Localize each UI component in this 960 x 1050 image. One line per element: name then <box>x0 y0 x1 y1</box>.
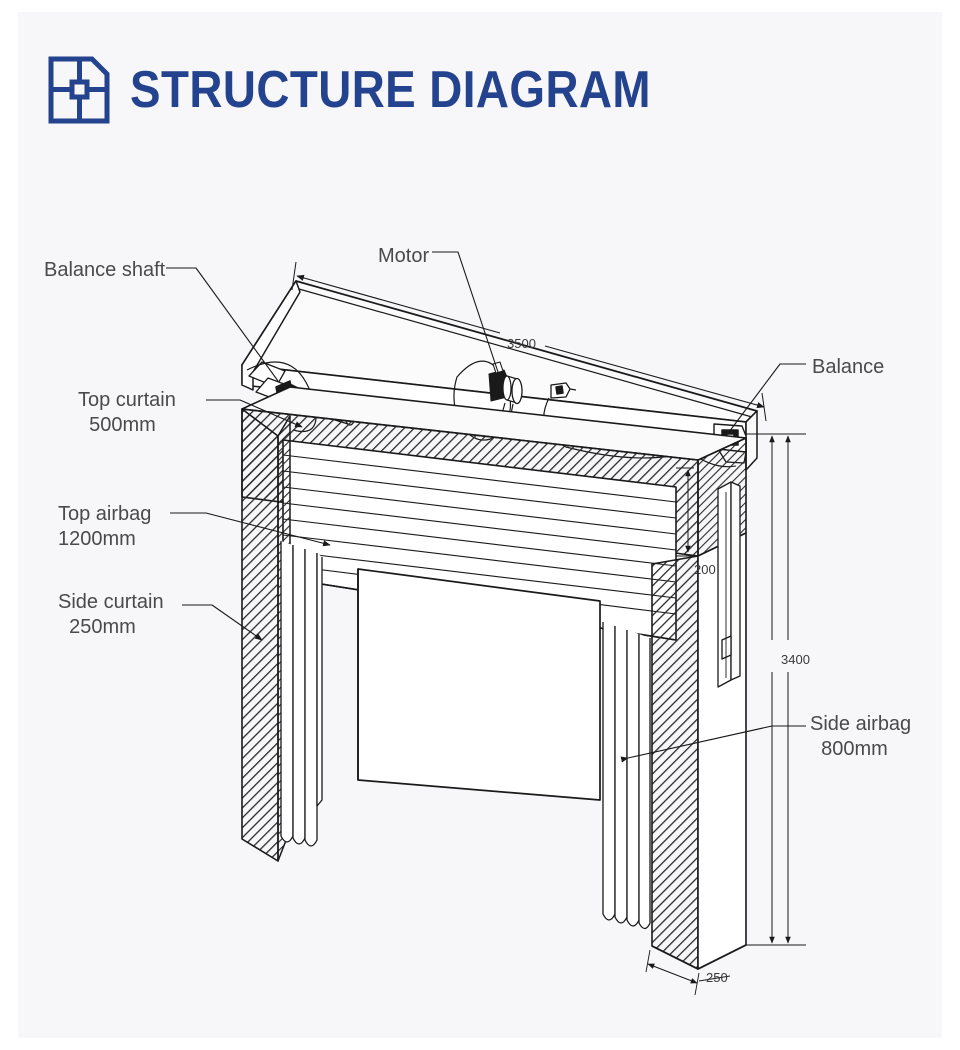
door-opening <box>357 568 601 801</box>
dimension-text-3400: 3400 <box>781 652 810 667</box>
label-top-airbag: Top airbag 1200mm <box>58 503 152 550</box>
motor-assembly <box>453 360 523 441</box>
label-top-curtain: Top curtain 500mm <box>78 389 176 436</box>
dimension-text-200: 200 <box>694 562 716 577</box>
label-side-airbag: Side airbag 800mm <box>810 713 912 760</box>
label-balance-shaft: Balance shaft <box>44 259 166 281</box>
left-side-airbag-tubes <box>280 541 323 847</box>
dimension-3400 <box>746 433 806 946</box>
label-balance: Balance <box>812 356 885 378</box>
dimension-3500 <box>291 261 767 422</box>
right-side-airbag-tubes <box>602 622 651 930</box>
label-side-curtain: Side curtain 250mm <box>58 591 164 638</box>
dimension-text-250: 250 <box>706 970 728 985</box>
page-header: STRUCTURE DIAGRAM <box>48 56 722 124</box>
dimension-200 <box>676 467 694 557</box>
blueprint-page-icon <box>48 56 110 124</box>
dimension-250 <box>645 949 731 996</box>
dimension-text-3500: 3500 <box>507 336 536 351</box>
label-motor: Motor <box>378 245 430 267</box>
right-guide-rail <box>717 481 741 688</box>
leader-lines <box>166 251 806 763</box>
page-title: STRUCTURE DIAGRAM <box>130 61 651 119</box>
